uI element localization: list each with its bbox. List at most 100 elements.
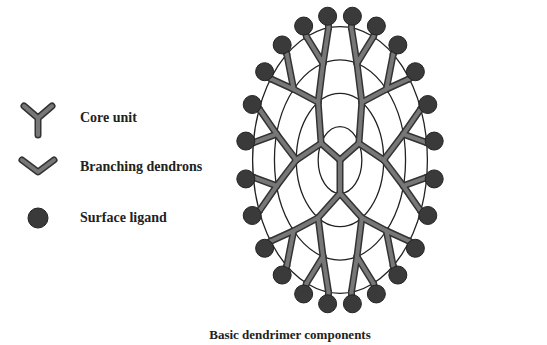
dendron-branch: [318, 218, 323, 257]
dendron-branch: [362, 89, 387, 102]
dendron-branch: [357, 218, 362, 257]
branching-dendron-symbol: [22, 160, 54, 172]
dendron-branch: [386, 231, 393, 266]
core-unit-symbol: [24, 106, 52, 135]
surface-ligand: [243, 96, 261, 114]
dendron-branch: [296, 143, 321, 160]
dendron-branch: [359, 143, 384, 160]
dendron-branch: [337, 160, 344, 193]
generation-ring: [318, 127, 362, 194]
surface-ligand: [256, 239, 274, 257]
dendron-branch: [253, 134, 276, 142]
dendron-branch: [307, 257, 323, 284]
dendron-branch: [318, 193, 340, 217]
dendron-branch: [318, 218, 323, 257]
dendron-branch: [386, 231, 393, 266]
dendron-branch: [384, 134, 404, 160]
dendron-branch: [357, 257, 373, 284]
dendron-branch: [277, 134, 297, 160]
dendron-branch: [294, 218, 319, 231]
dendron-branch: [362, 218, 387, 231]
dendron-branch: [294, 89, 319, 102]
surface-ligand: [319, 295, 337, 313]
surface-ligand: [406, 63, 424, 81]
dendron-branch: [294, 218, 319, 231]
dendron-branch: [277, 160, 297, 186]
dendron-branch: [259, 109, 276, 134]
generation-ring: [253, 27, 428, 294]
dendron-branch: [259, 186, 276, 211]
dendron-branch: [403, 109, 420, 134]
dendron-branch: [351, 257, 357, 293]
legend-symbols: [22, 106, 54, 228]
dendron-branch: [386, 79, 409, 89]
legend-label: Core unit: [80, 110, 137, 126]
dendron-branch: [403, 109, 420, 134]
surface-ligand: [243, 206, 261, 224]
surface-ligand: [419, 206, 437, 224]
dendron-branch: [359, 102, 362, 143]
dendron-branch: [359, 102, 362, 143]
dendron-branch: [287, 54, 294, 89]
dendron-branch: [318, 193, 340, 217]
dendron-branch: [386, 54, 393, 89]
dendron-branch: [340, 143, 359, 160]
dendron-branch: [403, 134, 426, 142]
dendron-branch: [323, 257, 329, 293]
dendron-branch: [357, 257, 373, 284]
dendron-branch: [338, 160, 342, 193]
surface-ligand: [237, 132, 255, 150]
surface-ligand: [256, 63, 274, 81]
dendron-branch: [357, 63, 362, 102]
surface-ligand: [343, 7, 361, 25]
dendron-branch: [307, 37, 323, 64]
dendron-branch: [403, 177, 426, 185]
dendron-branch: [403, 186, 420, 211]
dendron-branch: [357, 37, 373, 64]
surface-ligand: [295, 285, 313, 303]
dendron-branch: [296, 143, 321, 160]
dendron-branch: [259, 109, 276, 134]
surface-ligand: [367, 17, 385, 35]
surface-ligand: [273, 36, 291, 54]
dendron-branch: [340, 143, 359, 160]
dendron-branch: [351, 28, 357, 64]
dendron-branch: [294, 89, 319, 102]
dendron-branch: [351, 28, 357, 64]
surface-ligand-symbol: [28, 208, 48, 228]
dendron-branch: [357, 218, 362, 257]
dendron-branch: [321, 143, 340, 160]
dendron-branch: [318, 63, 323, 102]
dendron-branch: [357, 63, 362, 102]
dendron-branch: [403, 186, 420, 211]
surface-ligand: [419, 96, 437, 114]
dendron-branch: [271, 231, 294, 241]
legend-label: Surface ligand: [80, 210, 167, 226]
dendron-branch: [318, 63, 323, 102]
dendron-branch: [259, 186, 276, 211]
dendron-branch: [362, 218, 387, 231]
surface-ligand: [389, 266, 407, 284]
dendron-branch: [287, 231, 294, 266]
dendron-branch: [323, 257, 329, 293]
dendron-branch: [403, 134, 426, 142]
dendron-branch: [321, 143, 340, 160]
dendron-branch: [318, 102, 321, 143]
dendron-branch: [307, 37, 323, 64]
dendron-branch: [277, 160, 297, 186]
generation-ring: [296, 93, 383, 226]
surface-ligand: [319, 7, 337, 25]
figure-caption: Basic dendrimer components: [209, 327, 371, 343]
legend-label: Branching dendrons: [80, 159, 202, 175]
surface-ligand: [273, 266, 291, 284]
dendron-branch: [351, 257, 357, 293]
surface-ligand: [295, 17, 313, 35]
dendron-branch: [357, 37, 373, 64]
surface-ligand: [343, 295, 361, 313]
dendron-branch: [403, 177, 426, 185]
dendron-branch: [253, 134, 276, 142]
dendron-branch: [277, 134, 297, 160]
dendron-branch: [323, 28, 329, 64]
dendrimer-figure: [237, 7, 443, 313]
dendron-branch: [318, 102, 321, 143]
